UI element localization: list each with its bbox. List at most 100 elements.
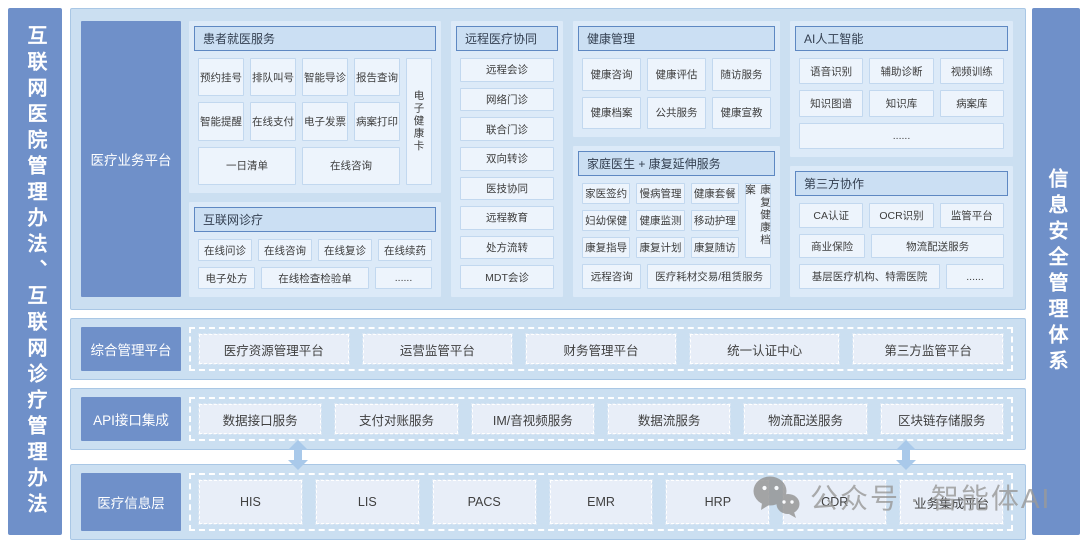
service-button[interactable]: 在线检查检验单	[261, 267, 369, 289]
layer-label-medical-info: 医疗信息层	[81, 473, 181, 531]
service-button[interactable]: 排队叫号	[250, 58, 296, 97]
service-button[interactable]: 视频训练	[939, 58, 1004, 85]
service-button[interactable]: 预约挂号	[198, 58, 244, 97]
internet-care-row-1: 在线问诊在线咨询在线复诊在线续药	[198, 239, 432, 261]
platform-button[interactable]: 数据接口服务	[197, 403, 323, 435]
service-button[interactable]: 报告查询	[354, 58, 400, 97]
service-button[interactable]: 一日清单	[198, 146, 296, 185]
service-button[interactable]: OCR识别	[869, 203, 934, 228]
service-button[interactable]: 健康套餐	[690, 183, 739, 204]
service-button[interactable]: MDT会诊	[460, 265, 554, 289]
service-button[interactable]: 康复随访	[690, 237, 739, 258]
platform-button[interactable]: 医疗资源管理平台	[198, 333, 350, 365]
service-button[interactable]: 医疗耗材交易/租赁服务	[647, 264, 771, 289]
platform-button[interactable]: 支付对账服务	[334, 403, 459, 435]
service-button[interactable]: 在线咨询	[258, 239, 312, 261]
section-title-family-doctor: 家庭医生 + 康复延伸服务	[578, 151, 775, 176]
service-button[interactable]: ......	[946, 264, 1004, 290]
service-button[interactable]: 双向转诊	[460, 146, 554, 171]
api-integration-list: 数据接口服务支付对账服务 IM/音视频服务数据流服务物流配送服务区块链存储服务	[189, 397, 1013, 441]
service-button[interactable]: 在线支付	[250, 102, 296, 141]
platform-button[interactable]: IM/音视频服务	[470, 403, 595, 435]
section-internet-care: 互联网诊疗 在线问诊在线咨询在线复诊在线续药 电子处方在线检查检验单......	[189, 202, 441, 297]
platform-button[interactable]: 财务管理平台	[525, 333, 677, 365]
platform-button[interactable]: 业务集成平台	[899, 479, 1005, 525]
platform-button[interactable]: 数据流服务	[606, 403, 732, 435]
service-button[interactable]: 健康监测	[636, 210, 685, 231]
service-button[interactable]: 康复计划	[636, 237, 685, 258]
platform-button[interactable]: 物流配送服务	[743, 403, 868, 435]
platform-button[interactable]: HIS	[198, 479, 303, 525]
patient-row-2: 智能提醒在线支付电子发票病案打印	[198, 102, 400, 141]
service-button[interactable]: ......	[799, 122, 1004, 149]
service-button[interactable]: 知识库	[869, 90, 934, 117]
service-button[interactable]: 网络门诊	[460, 87, 554, 112]
platform-button[interactable]: 第三方监管平台	[852, 333, 1004, 365]
platform-button[interactable]: PACS	[431, 479, 537, 525]
service-button[interactable]: 妇幼保健	[582, 210, 631, 231]
service-button[interactable]: ......	[375, 267, 432, 289]
watermark-text: 公众号 · 智能体AI	[810, 483, 1052, 514]
service-button[interactable]: CA认证	[799, 203, 864, 228]
service-button[interactable]: 康复指导	[582, 237, 631, 258]
service-button[interactable]: 联合门诊	[460, 117, 554, 141]
service-button[interactable]: 慢病管理	[636, 183, 685, 204]
platform-button[interactable]: EMR	[548, 479, 654, 525]
service-button[interactable]: 语音识别	[799, 58, 864, 85]
service-button[interactable]: 在线续药	[378, 239, 432, 261]
service-button[interactable]: 家医签约	[582, 183, 631, 204]
service-button[interactable]: 知识图谱	[799, 90, 864, 117]
internet-care-body: 在线问诊在线咨询在线复诊在线续药 电子处方在线检查检验单......	[194, 232, 436, 292]
service-button[interactable]: 健康宣教	[712, 96, 771, 129]
platform-button[interactable]: 区块链存储服务	[879, 403, 1004, 435]
service-button[interactable]: 移动护理	[690, 210, 739, 231]
service-button[interactable]: 远程教育	[460, 206, 554, 230]
service-button[interactable]: 在线咨询	[302, 146, 400, 185]
platform-button[interactable]: 统一认证中心	[688, 333, 841, 365]
service-button[interactable]: 电子发票	[302, 102, 348, 141]
service-button[interactable]: 健康咨询	[582, 58, 641, 91]
business-content: 患者就医服务 预约挂号排队叫号智能导诊报告查询 智能提醒在线支付电子发票病案打印…	[189, 21, 1013, 297]
service-button[interactable]: 远程咨询	[582, 264, 642, 289]
family-row-2: 妇幼保健健康监测移动护理	[582, 210, 739, 231]
family-row-1: 家医签约慢病管理健康套餐	[582, 183, 739, 204]
right-security-bar: 信息安全管理体系	[1032, 8, 1080, 535]
service-button[interactable]: 商业保险	[799, 233, 866, 259]
service-button[interactable]: 在线复诊	[318, 239, 372, 261]
patient-services-body: 预约挂号排队叫号智能导诊报告查询 智能提醒在线支付电子发票病案打印 一日清单在线…	[194, 51, 436, 188]
service-button[interactable]: 健康评估	[647, 58, 706, 91]
service-button[interactable]: 在线问诊	[198, 239, 252, 261]
health-row-1: 健康咨询健康评估随访服务	[582, 58, 771, 91]
service-button[interactable]: 健康档案	[582, 96, 641, 129]
service-button[interactable]: 处方流转	[460, 235, 554, 260]
service-button[interactable]: 智能导诊	[302, 58, 348, 97]
ai-row-2: 知识图谱知识库病案库	[799, 90, 1004, 117]
side-label-rehab-archive[interactable]: 康复健康档案	[744, 183, 771, 258]
platform-button[interactable]: CDR	[782, 479, 888, 525]
patient-services-rows: 预约挂号排队叫号智能导诊报告查询 智能提醒在线支付电子发票病案打印 一日清单在线…	[198, 58, 400, 185]
ai-body: 语音识别辅助诊断视频训练 知识图谱知识库病案库 ......	[795, 51, 1008, 152]
service-button[interactable]: 智能提醒	[198, 102, 244, 141]
service-button[interactable]: 物流配送服务	[871, 233, 1004, 259]
service-button[interactable]: 远程会诊	[460, 58, 554, 82]
platform-button[interactable]: 运营监管平台	[361, 333, 514, 365]
service-button[interactable]: 辅助诊断	[869, 58, 934, 85]
third-party-row-2: 商业保险物流配送服务	[799, 233, 1004, 259]
service-button[interactable]: 公共服务	[647, 96, 706, 129]
service-button[interactable]: 监管平台	[939, 203, 1004, 228]
service-button[interactable]: 电子处方	[198, 267, 255, 289]
layer-label-api: API接口集成	[81, 397, 181, 441]
service-button[interactable]: 基层医疗机构、特需医院	[799, 264, 941, 290]
service-button[interactable]: 病案打印	[354, 102, 400, 141]
platform-button[interactable]: LIS	[314, 479, 420, 525]
service-button[interactable]: 病案库	[939, 90, 1004, 117]
side-label-ehealth-card[interactable]: 电子健康卡	[406, 58, 432, 185]
service-button[interactable]: 随访服务	[712, 58, 771, 91]
main-layers: 医疗业务平台 患者就医服务 预约挂号排队叫号智能导诊报告查询 智能提醒在线支付电…	[70, 8, 1026, 540]
service-button[interactable]: 医技协同	[460, 176, 554, 201]
